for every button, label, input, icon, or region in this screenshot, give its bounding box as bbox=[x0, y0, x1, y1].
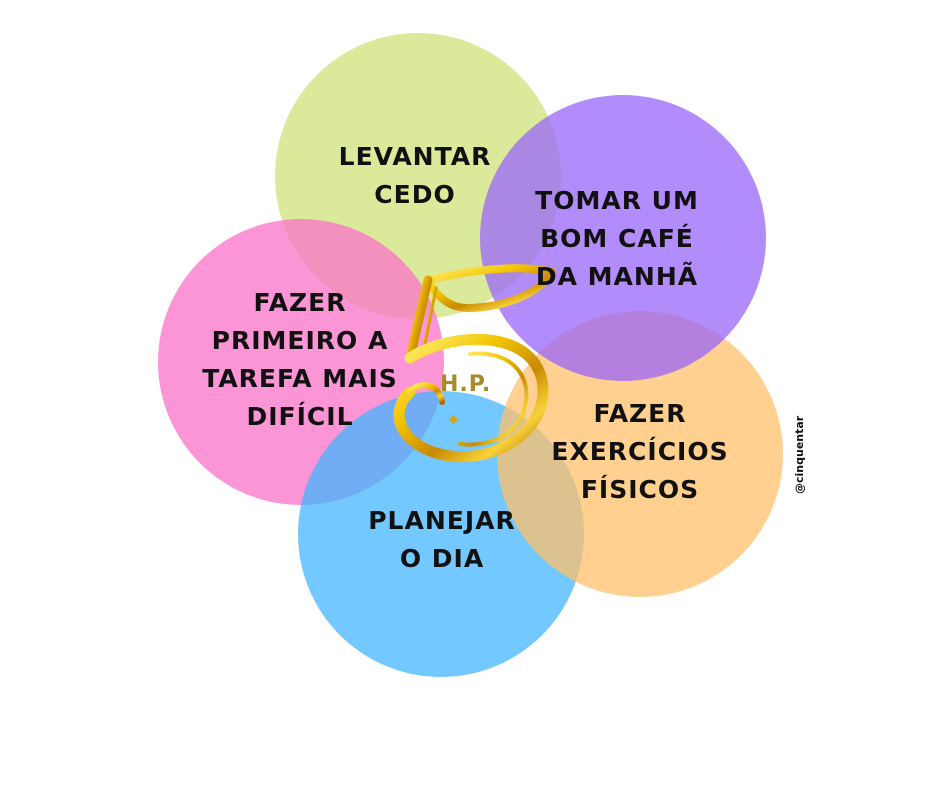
author-handle: @cinquentar bbox=[793, 415, 806, 494]
label-line: CEDO bbox=[374, 180, 456, 209]
label-line: FÍSICOS bbox=[580, 475, 700, 504]
label-fazer-exercicios: FAZER EXERCÍCIOS FÍSICOS bbox=[545, 395, 735, 509]
label-line: DIFÍCIL bbox=[246, 402, 354, 431]
label-line: PRIMEIRO A bbox=[211, 326, 389, 355]
label-line: TOMAR UM bbox=[535, 186, 699, 215]
logo-hp-text: H.P. bbox=[440, 372, 492, 397]
label-planejar-o-dia: PLANEJAR O DIA bbox=[352, 502, 532, 578]
label-line: O DIA bbox=[399, 544, 485, 573]
label-levantar-cedo: LEVANTAR CEDO bbox=[335, 138, 495, 214]
label-line: FAZER bbox=[593, 399, 687, 428]
circle-tomar-cafe bbox=[480, 95, 766, 381]
label-line: BOM CAFÉ bbox=[540, 224, 694, 253]
label-tomar-cafe: TOMAR UM BOM CAFÉ DA MANHÃ bbox=[527, 182, 707, 296]
label-line: PLANEJAR bbox=[368, 506, 516, 535]
label-line: DA MANHÃ bbox=[535, 262, 699, 291]
label-line: TAREFA MAIS bbox=[202, 364, 398, 393]
label-line: LEVANTAR bbox=[338, 142, 492, 171]
label-fazer-primeiro: FAZER PRIMEIRO A TAREFA MAIS DIFÍCIL bbox=[200, 284, 400, 436]
five-gold-icon bbox=[393, 264, 556, 463]
label-line: FAZER bbox=[253, 288, 347, 317]
label-line: EXERCÍCIOS bbox=[551, 437, 729, 466]
sparkle-icon: ✦ bbox=[446, 410, 462, 431]
